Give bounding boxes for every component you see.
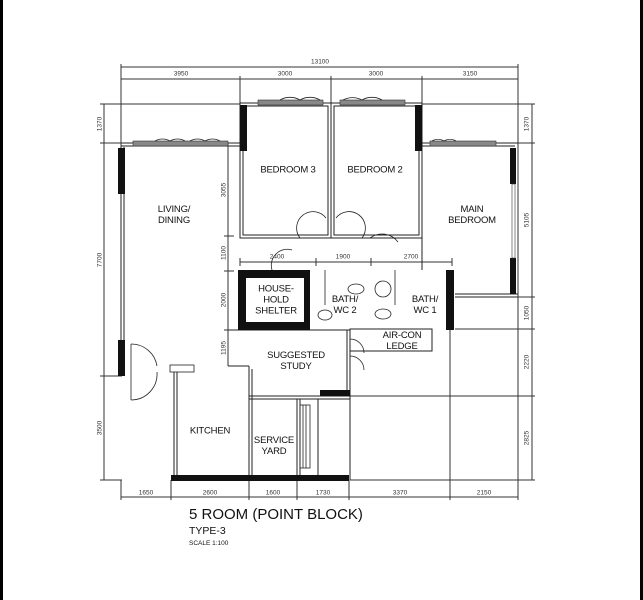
dim-bottom-2: 2600	[202, 489, 218, 497]
room-label-living-dining: LIVING/ DINING	[157, 204, 191, 226]
dim-left-2: 7700	[96, 252, 104, 268]
dim-bottom-1: 1650	[138, 489, 154, 497]
dim-bottom-5: 3370	[392, 489, 408, 497]
room-label-service-yard: SERVICE YARD	[253, 435, 295, 457]
room-label-household-shelter: HOUSE- HOLD SHELTER	[255, 283, 297, 317]
dim-inner-1: 2400	[269, 253, 285, 261]
room-label-main-bedroom: MAIN BEDROOM	[448, 204, 496, 226]
dim-left-inner-3: 2000	[220, 292, 228, 308]
dim-left-inner-2: 1100	[220, 246, 228, 260]
dim-bottom-3: 1600	[265, 489, 281, 497]
dim-right-4: 2220	[523, 354, 531, 370]
dim-inner-3: 2700	[403, 253, 419, 261]
dim-top-4: 3150	[462, 70, 478, 78]
dim-right-5: 2825	[523, 430, 531, 446]
dim-inner-2: 1900	[335, 253, 351, 261]
right-frame-border	[640, 0, 643, 600]
dim-right-3: 1050	[523, 305, 531, 321]
room-label-bedroom-3: BEDROOM 3	[260, 164, 316, 176]
dim-left-3: 3500	[96, 420, 104, 436]
dim-top-1: 3950	[173, 70, 189, 78]
room-label-suggested-study: SUGGESTED STUDY	[267, 350, 325, 372]
dim-left-1: 1370	[96, 116, 104, 132]
left-frame-border	[0, 0, 3, 600]
room-label-bath-wc2: BATH/ WC 2	[331, 294, 359, 316]
plan-scale: SCALE 1:100	[189, 540, 229, 547]
room-label-aircon-ledge: AIR-CON LEDGE	[382, 330, 422, 352]
dim-left-inner-1: 3055	[220, 182, 228, 198]
dim-top-total: 13100	[310, 58, 330, 66]
dim-top-3: 3000	[368, 70, 384, 78]
room-label-bath-wc1: BATH/ WC 1	[411, 294, 439, 316]
plan-title: 5 ROOM (POINT BLOCK)	[189, 506, 363, 523]
dim-right-1: 1370	[523, 116, 531, 132]
dim-bottom-4: 1730	[315, 489, 331, 497]
dim-left-inner-4: 1195	[220, 341, 228, 355]
room-label-kitchen: KITCHEN	[189, 425, 231, 437]
plan-type: TYPE-3	[189, 525, 226, 537]
dim-top-2: 3000	[277, 70, 293, 78]
dim-right-2: 5105	[523, 212, 531, 228]
dim-bottom-6: 2150	[476, 489, 492, 497]
room-label-bedroom-2: BEDROOM 2	[347, 164, 403, 176]
